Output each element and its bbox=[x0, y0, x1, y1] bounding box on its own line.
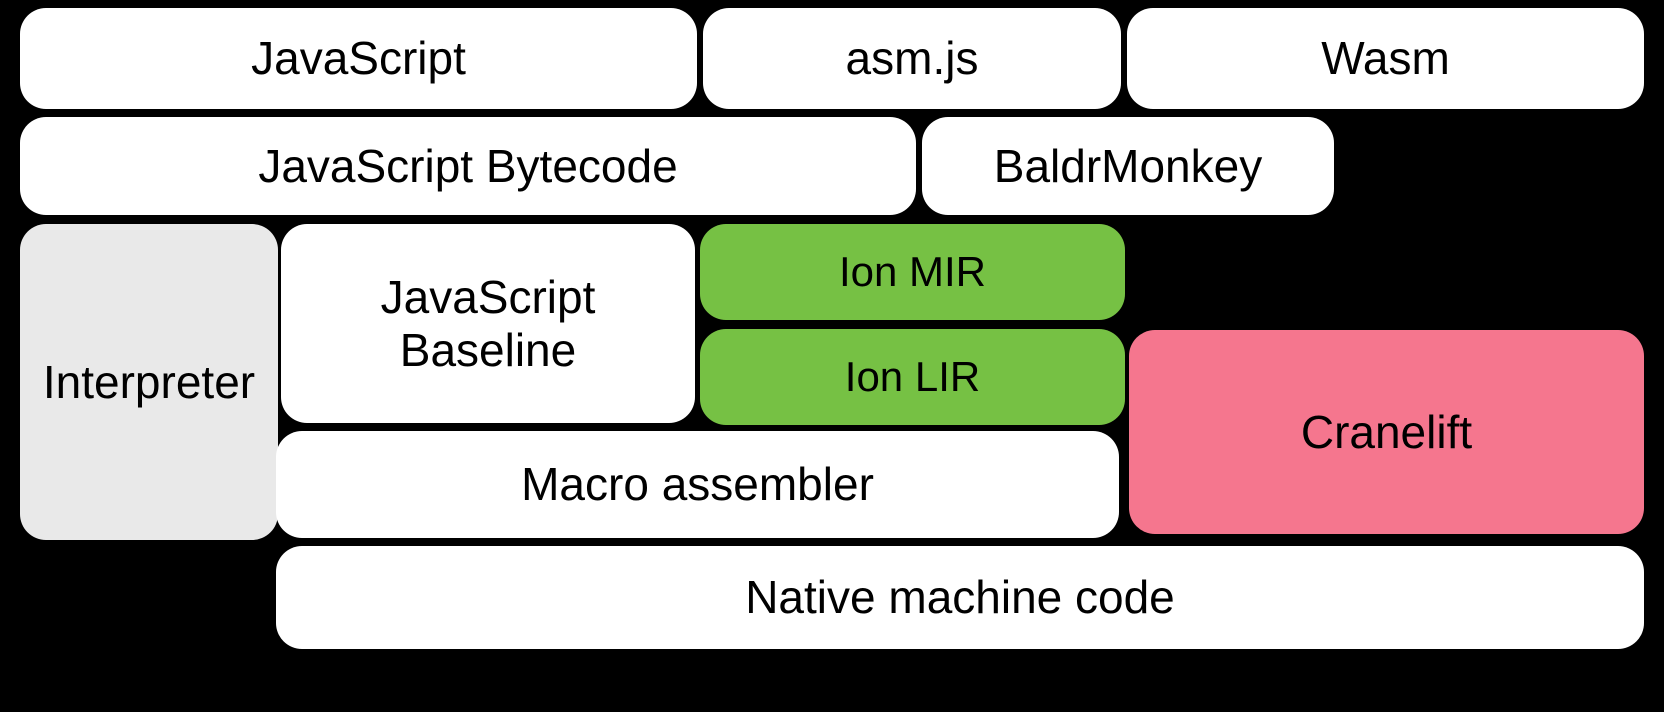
node-wasm[interactable]: Wasm bbox=[1127, 8, 1644, 109]
node-interpreter[interactable]: Interpreter bbox=[20, 224, 278, 540]
node-macro-assembler[interactable]: Macro assembler bbox=[276, 431, 1119, 538]
node-ion-lir[interactable]: Ion LIR bbox=[700, 329, 1125, 425]
node-native-machine-code[interactable]: Native machine code bbox=[276, 546, 1644, 649]
node-javascript-baseline[interactable]: JavaScript Baseline bbox=[281, 224, 695, 423]
node-ion-mir[interactable]: Ion MIR bbox=[700, 224, 1125, 320]
node-asmjs[interactable]: asm.js bbox=[703, 8, 1121, 109]
node-javascript[interactable]: JavaScript bbox=[20, 8, 697, 109]
node-javascript-bytecode[interactable]: JavaScript Bytecode bbox=[20, 117, 916, 215]
node-cranelift[interactable]: Cranelift bbox=[1129, 330, 1644, 534]
node-baldrmonkey[interactable]: BaldrMonkey bbox=[922, 117, 1334, 215]
